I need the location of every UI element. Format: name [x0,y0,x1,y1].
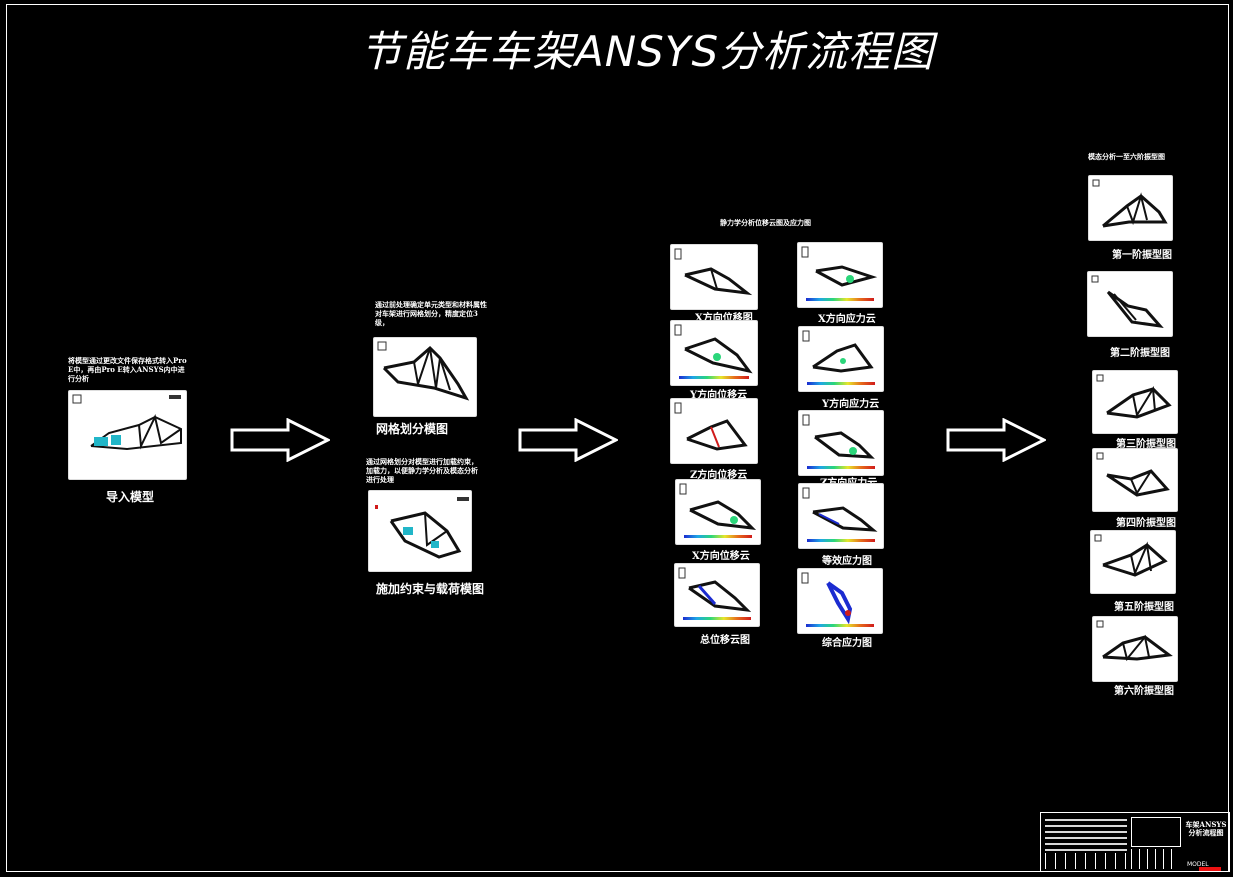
import-model-image[interactable] [68,390,187,480]
import-caption: 导入模型 [106,490,155,504]
mode-1-image[interactable] [1088,175,1173,241]
mode-graphic [1096,374,1172,419]
title-block-grid [1045,853,1127,869]
load-model-image[interactable] [368,490,472,572]
mode-3-image[interactable] [1092,370,1178,434]
frame-model-graphic [72,394,182,451]
result-graphic [674,248,753,296]
mesh-caption: 网格划分模图 [376,422,449,436]
title-block-box [1131,817,1181,847]
result-graphic [674,324,753,374]
color-legend [807,466,875,469]
mode-caption: 第一阶振型图 [1112,250,1172,261]
mesh-description: 通过前处理确定单元类型和材料属性对车架进行网格划分，精度定位3级， [375,300,487,327]
result-graphic [802,487,878,532]
color-legend [683,617,751,620]
result-caption: X方向应力云 [818,314,876,325]
result-caption: Y方向应力云 [822,399,880,410]
mode-4-image[interactable] [1092,448,1178,512]
drawing-name: 车架ANSYS分析流程图 [1185,820,1227,837]
mode-caption: 第五阶振型图 [1114,602,1174,613]
x-stress-image[interactable] [797,242,883,308]
load-graphic [375,497,469,559]
color-legend [806,624,874,627]
color-legend [806,298,874,301]
result-graphic [801,572,853,625]
import-description: 将模型通过更改文件保存格式转入Pro E中，再由Pro E转入ANSYS内中进行… [68,356,187,383]
equivalent-stress-image[interactable] [798,483,884,549]
color-legend [807,539,875,542]
flow-arrow-icon [946,418,1046,462]
result-caption: X方向位移图 [695,313,753,324]
mode-2-image[interactable] [1087,271,1173,337]
color-legend [684,535,752,538]
modal-header: 模态分析一至六阶振型图 [1088,152,1165,161]
load-description: 通过网格划分对模型进行加载约束，加载力，以便静力学分析及模态分析进行处理 [366,457,478,484]
result-graphic [678,567,752,613]
mode-5-image[interactable] [1090,530,1176,594]
result-caption: X方向位移云 [692,551,750,562]
stamp-mark [1199,867,1221,871]
mode-graphic [1091,275,1164,329]
drawing-border [6,4,1229,872]
mesh-graphic [377,341,470,401]
mode-6-image[interactable] [1092,616,1178,682]
mode-caption: 第二阶振型图 [1110,348,1170,359]
y-stress-image[interactable] [798,326,884,392]
x-displacement-image[interactable] [670,244,758,310]
mode-graphic [1092,179,1168,228]
x-displacement-cloud-image[interactable] [675,479,761,545]
mode-caption: 第三阶振型图 [1116,439,1176,450]
result-graphic [802,414,875,459]
mode-graphic [1094,534,1168,577]
result-caption: 总位移云图 [700,635,750,646]
result-caption: 等效应力图 [822,556,872,567]
mesh-model-image[interactable] [373,337,477,417]
mode-caption: 第六阶振型图 [1114,686,1174,697]
result-caption: Z方向位移云 [690,470,748,481]
z-stress-image[interactable] [798,410,884,476]
color-legend [807,382,875,385]
result-graphic [801,246,878,287]
mode-graphic [1096,620,1173,662]
result-graphic [802,330,874,373]
result-graphic [674,402,748,451]
page-title: 节能车车架ANSYS分析流程图 [360,27,935,76]
combined-stress-image[interactable] [797,568,883,634]
flow-arrow-icon [230,418,330,462]
mode-graphic [1096,452,1170,497]
static-header: 静力学分析位移云图及应力图 [720,218,811,227]
result-graphic [679,483,757,530]
mode-caption: 第四阶振型图 [1116,518,1176,529]
y-displacement-image[interactable] [670,320,758,386]
model-label: MODEL [1187,861,1209,868]
result-caption: Y方向位移云 [690,390,748,401]
title-block-grid [1131,849,1179,869]
color-legend [679,376,749,379]
title-block-grid [1045,817,1127,851]
z-displacement-image[interactable] [670,398,758,464]
flow-arrow-icon [518,418,618,462]
result-caption: 综合应力图 [822,638,872,649]
load-caption: 施加约束与载荷模图 [376,582,485,596]
title-block: 车架ANSYS分析流程图 MODEL [1040,812,1230,872]
total-displacement-image[interactable] [674,563,760,627]
